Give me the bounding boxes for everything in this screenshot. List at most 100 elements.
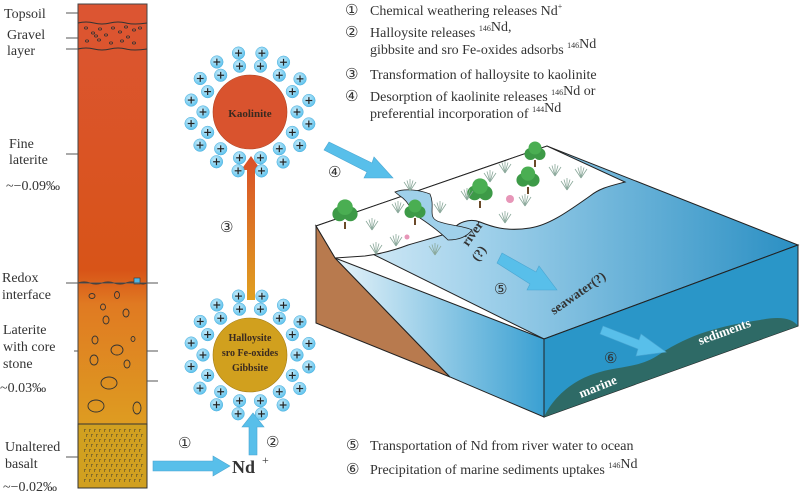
basalt-mark: r <box>84 448 87 454</box>
label-fine-2: laterite <box>9 153 48 168</box>
basalt-mark: r <box>116 443 119 449</box>
fe-oxides-label: sro Fe-oxides <box>222 348 278 359</box>
basalt-mark: r <box>114 428 117 434</box>
step-2-marker: ② <box>266 433 279 451</box>
cation-icon <box>232 302 247 316</box>
basalt-mark: r <box>126 463 129 469</box>
core-stone <box>114 291 120 299</box>
core-stone <box>87 399 105 413</box>
basalt-mark: r <box>124 468 127 474</box>
cation-icon <box>193 381 207 395</box>
core-stone <box>91 335 99 345</box>
gravel-pebble <box>94 34 99 38</box>
grass-icon <box>389 234 403 247</box>
basalt-mark: r <box>94 428 97 434</box>
step-5-marker: ⑤ <box>494 280 507 298</box>
halloysite-particle <box>212 317 288 393</box>
value-fine-laterite: ~−0.09‰ <box>6 179 60 194</box>
basalt-mark: r <box>101 443 104 449</box>
cation-icon <box>210 298 224 312</box>
legend-text: gibbsite and sro Fe-oxides adsorbs 146Nd <box>370 37 596 58</box>
cation-icon <box>184 116 198 131</box>
gravel-pebble <box>111 26 116 30</box>
basalt-mark: r <box>124 478 127 484</box>
gravel-pebble <box>137 26 142 30</box>
cation-icon <box>302 336 316 351</box>
gravel-top-line <box>77 21 148 25</box>
cation-icon <box>290 348 304 362</box>
basalt-mark: r <box>94 468 97 474</box>
value-laterite-core: ~0.03‰ <box>0 381 46 396</box>
basalt-mark: r <box>106 433 109 439</box>
cation-icon <box>201 368 215 382</box>
basalt-mark: r <box>121 443 124 449</box>
core-stone <box>100 303 106 311</box>
basalt-mark: r <box>136 463 139 469</box>
basalt-mark: r <box>84 458 87 464</box>
cation-icon <box>293 72 307 86</box>
basalt-mark: r <box>84 428 87 434</box>
cation-icon <box>276 298 291 312</box>
nd-ion-label: Nd <box>232 457 255 477</box>
basalt-mark: r <box>109 468 112 474</box>
label-basalt-2: basalt <box>5 457 38 472</box>
basalt-mark: r <box>106 443 109 449</box>
cation-icon <box>231 289 246 303</box>
cation-icon <box>293 381 307 396</box>
basalt-mark: r <box>126 433 129 439</box>
label-laterite-1: Laterite <box>3 323 47 338</box>
basalt-mark: r <box>99 458 102 464</box>
basalt-layer <box>77 423 148 489</box>
core-stone <box>132 401 142 415</box>
gravel-dots <box>84 25 142 45</box>
legend-text: Desorption of kaolinite releases 146Nd o… <box>370 84 596 105</box>
basalt-mark: r <box>139 458 142 464</box>
basalt-mark: r <box>141 443 144 449</box>
basalt-mark: r <box>84 478 87 484</box>
basalt-mark: r <box>89 428 92 434</box>
basalt-mark: r <box>96 453 99 459</box>
basalt-mark: r <box>94 448 97 454</box>
grass-icon <box>365 218 379 231</box>
step-6-marker: ⑥ <box>604 349 617 367</box>
kaolinite-ion-cloud <box>184 46 316 178</box>
basalt-mark: r <box>131 433 134 439</box>
basalt-mark: r <box>119 468 122 474</box>
cation-icon <box>272 311 286 325</box>
basalt-mark: r <box>86 433 89 439</box>
cation-icon <box>285 368 299 382</box>
basalt-mark: r <box>136 443 139 449</box>
basalt-mark: r <box>116 463 119 469</box>
cation-icon <box>210 55 224 69</box>
cation-icon <box>231 46 246 60</box>
label-redox-1: Redox <box>2 271 39 286</box>
grass <box>365 161 588 256</box>
cation-icon <box>214 142 228 156</box>
legend-number: ④ <box>345 87 358 105</box>
land-surface <box>315 145 627 259</box>
arrow-3 <box>241 156 261 300</box>
cation-icon <box>253 151 268 165</box>
cation-icon <box>285 85 299 99</box>
gravel-pebble <box>131 28 136 32</box>
basalt-mark: r <box>121 463 124 469</box>
basalt-mark: r <box>111 433 114 439</box>
cation-icon <box>272 142 286 156</box>
basalt-mark: r <box>139 438 142 444</box>
basalt-mark: r <box>134 438 137 444</box>
grass-icon <box>498 161 512 174</box>
cation-icon <box>184 93 198 107</box>
basalt-mark: r <box>109 478 112 484</box>
basalt-mark: r <box>129 438 132 444</box>
cation-icon <box>272 68 286 82</box>
landscape-block <box>314 141 800 418</box>
basalt-mark: r <box>104 448 107 454</box>
label-laterite-2: with core <box>3 340 55 355</box>
basalt-mark: r <box>86 463 89 469</box>
value-basalt: ~−0.02‰ <box>3 480 57 492</box>
cation-icon <box>196 105 210 119</box>
